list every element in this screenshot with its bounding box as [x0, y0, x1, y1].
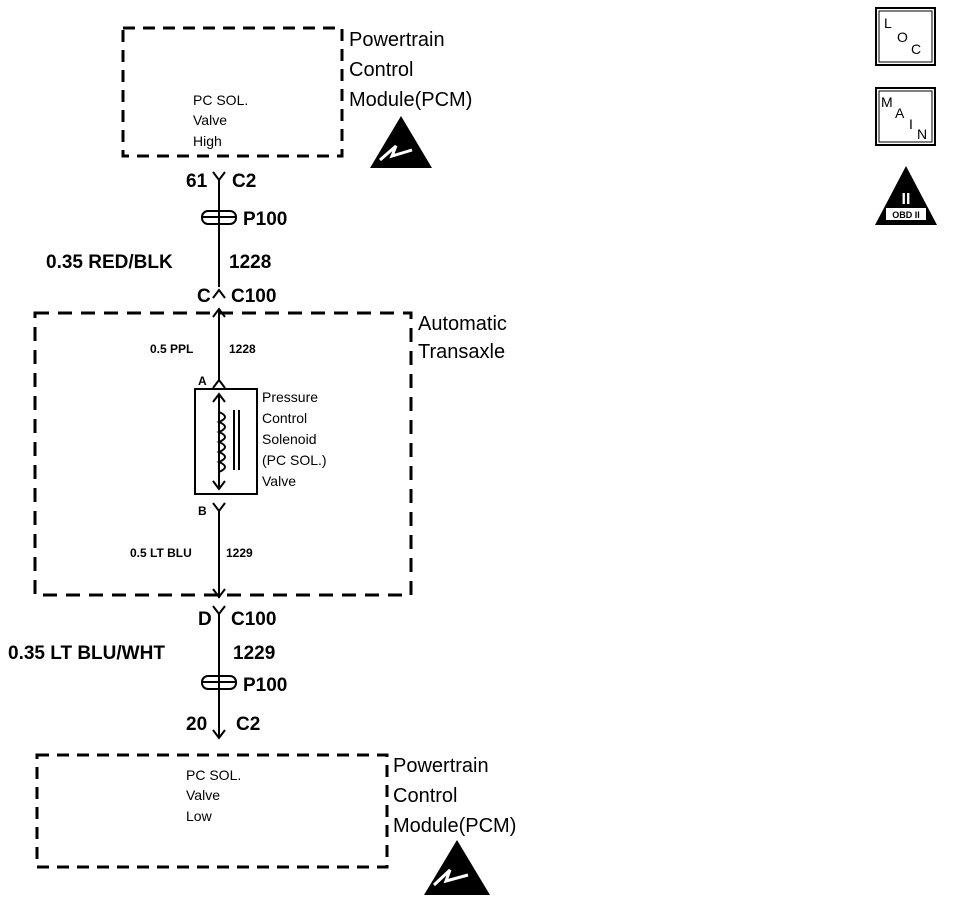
svg-text:A: A — [895, 105, 905, 121]
wire-top-size-color: 0.35 RED/BLK — [46, 252, 173, 273]
obd-ii-icon[interactable]: II OBD II — [875, 166, 937, 225]
top-pcm-pin-line-2: Valve — [193, 112, 227, 128]
pin-a-symbol — [212, 378, 226, 389]
bottom-pcm-pin-line-1: PC SOL. — [186, 767, 241, 783]
top-pcm-title-line-2: Control — [349, 59, 413, 81]
svg-text:II: II — [902, 191, 911, 208]
bottom-pcm-pin-line-2: Valve — [186, 787, 220, 803]
svg-text:I: I — [909, 116, 913, 132]
top-pcm-title-line-1: Powertrain — [349, 29, 445, 51]
svg-text:O: O — [897, 29, 908, 45]
c100-bottom-symbol — [212, 605, 226, 616]
splice-pack-bottom — [201, 670, 237, 695]
transaxle-title-line-1: Automatic — [418, 313, 507, 335]
wire-top-circuit: 1228 — [229, 252, 271, 273]
top-connector-symbol — [212, 171, 226, 182]
wire-upper-circuit: 1228 — [229, 342, 256, 356]
transaxle-box — [33, 311, 413, 597]
c100-top-connector: C100 — [231, 286, 276, 307]
top-pcm-connector: C2 — [232, 171, 256, 192]
splice-pack-top — [201, 205, 237, 230]
wire-upper-size-color: 0.5 PPL — [150, 342, 193, 356]
c100-bottom-pin: D — [198, 609, 212, 630]
c100-bottom-connector: C100 — [231, 609, 276, 630]
wire-bottom-size-color: 0.35 LT BLU/WHT — [8, 643, 165, 664]
top-pcm-box — [121, 26, 344, 158]
c100-top-pin: C — [197, 286, 211, 307]
bottom-pcm-title-line-1: Powertrain — [393, 755, 489, 777]
solenoid-label-3: Solenoid — [262, 431, 317, 447]
svg-text:OBD II: OBD II — [892, 210, 920, 220]
loc-icon[interactable]: L O C — [875, 7, 936, 66]
svg-text:C: C — [911, 41, 921, 57]
solenoid-label-4: (PC SOL.) — [262, 452, 327, 468]
pin-b-symbol — [212, 502, 226, 513]
top-pcm-pin-line-1: PC SOL. — [193, 92, 248, 108]
bottom-connector-symbol — [212, 729, 226, 740]
bottom-pcm-pin-number: 20 — [186, 714, 207, 735]
solenoid-pin-b: B — [198, 504, 207, 518]
svg-text:N: N — [917, 126, 927, 142]
bottom-pcm-pin-line-3: Low — [186, 808, 213, 824]
wire-bottom-circuit: 1229 — [233, 643, 275, 664]
bottom-pcm-connector: C2 — [236, 714, 260, 735]
solenoid-label-2: Control — [262, 410, 307, 426]
wire-lower-circuit: 1229 — [226, 546, 253, 560]
top-pcm-pin-number: 61 — [186, 171, 208, 192]
pressure-control-solenoid-symbol — [194, 388, 258, 495]
splice-top-label: P100 — [243, 209, 287, 230]
top-pcm-title-line-3: Module(PCM) — [349, 89, 472, 111]
splice-bottom-label: P100 — [243, 675, 287, 696]
solenoid-pin-a: A — [198, 374, 207, 388]
c100-top-symbol — [212, 288, 226, 299]
wire-lower-size-color: 0.5 LT BLU — [130, 546, 192, 560]
solenoid-label-1: Pressure — [262, 389, 318, 405]
bottom-pcm-title-line-2: Control — [393, 785, 457, 807]
bottom-pcm-box — [35, 753, 389, 869]
main-icon[interactable]: M A I N — [875, 87, 936, 146]
transaxle-title-line-2: Transaxle — [418, 341, 505, 363]
bottom-pcm-title-line-3: Module(PCM) — [393, 815, 516, 837]
esd-warning-icon — [424, 840, 490, 895]
esd-warning-icon — [370, 116, 432, 168]
svg-text:L: L — [884, 15, 892, 31]
svg-text:M: M — [881, 94, 893, 110]
top-pcm-pin-line-3: High — [193, 133, 222, 149]
solenoid-label-5: Valve — [262, 473, 296, 489]
